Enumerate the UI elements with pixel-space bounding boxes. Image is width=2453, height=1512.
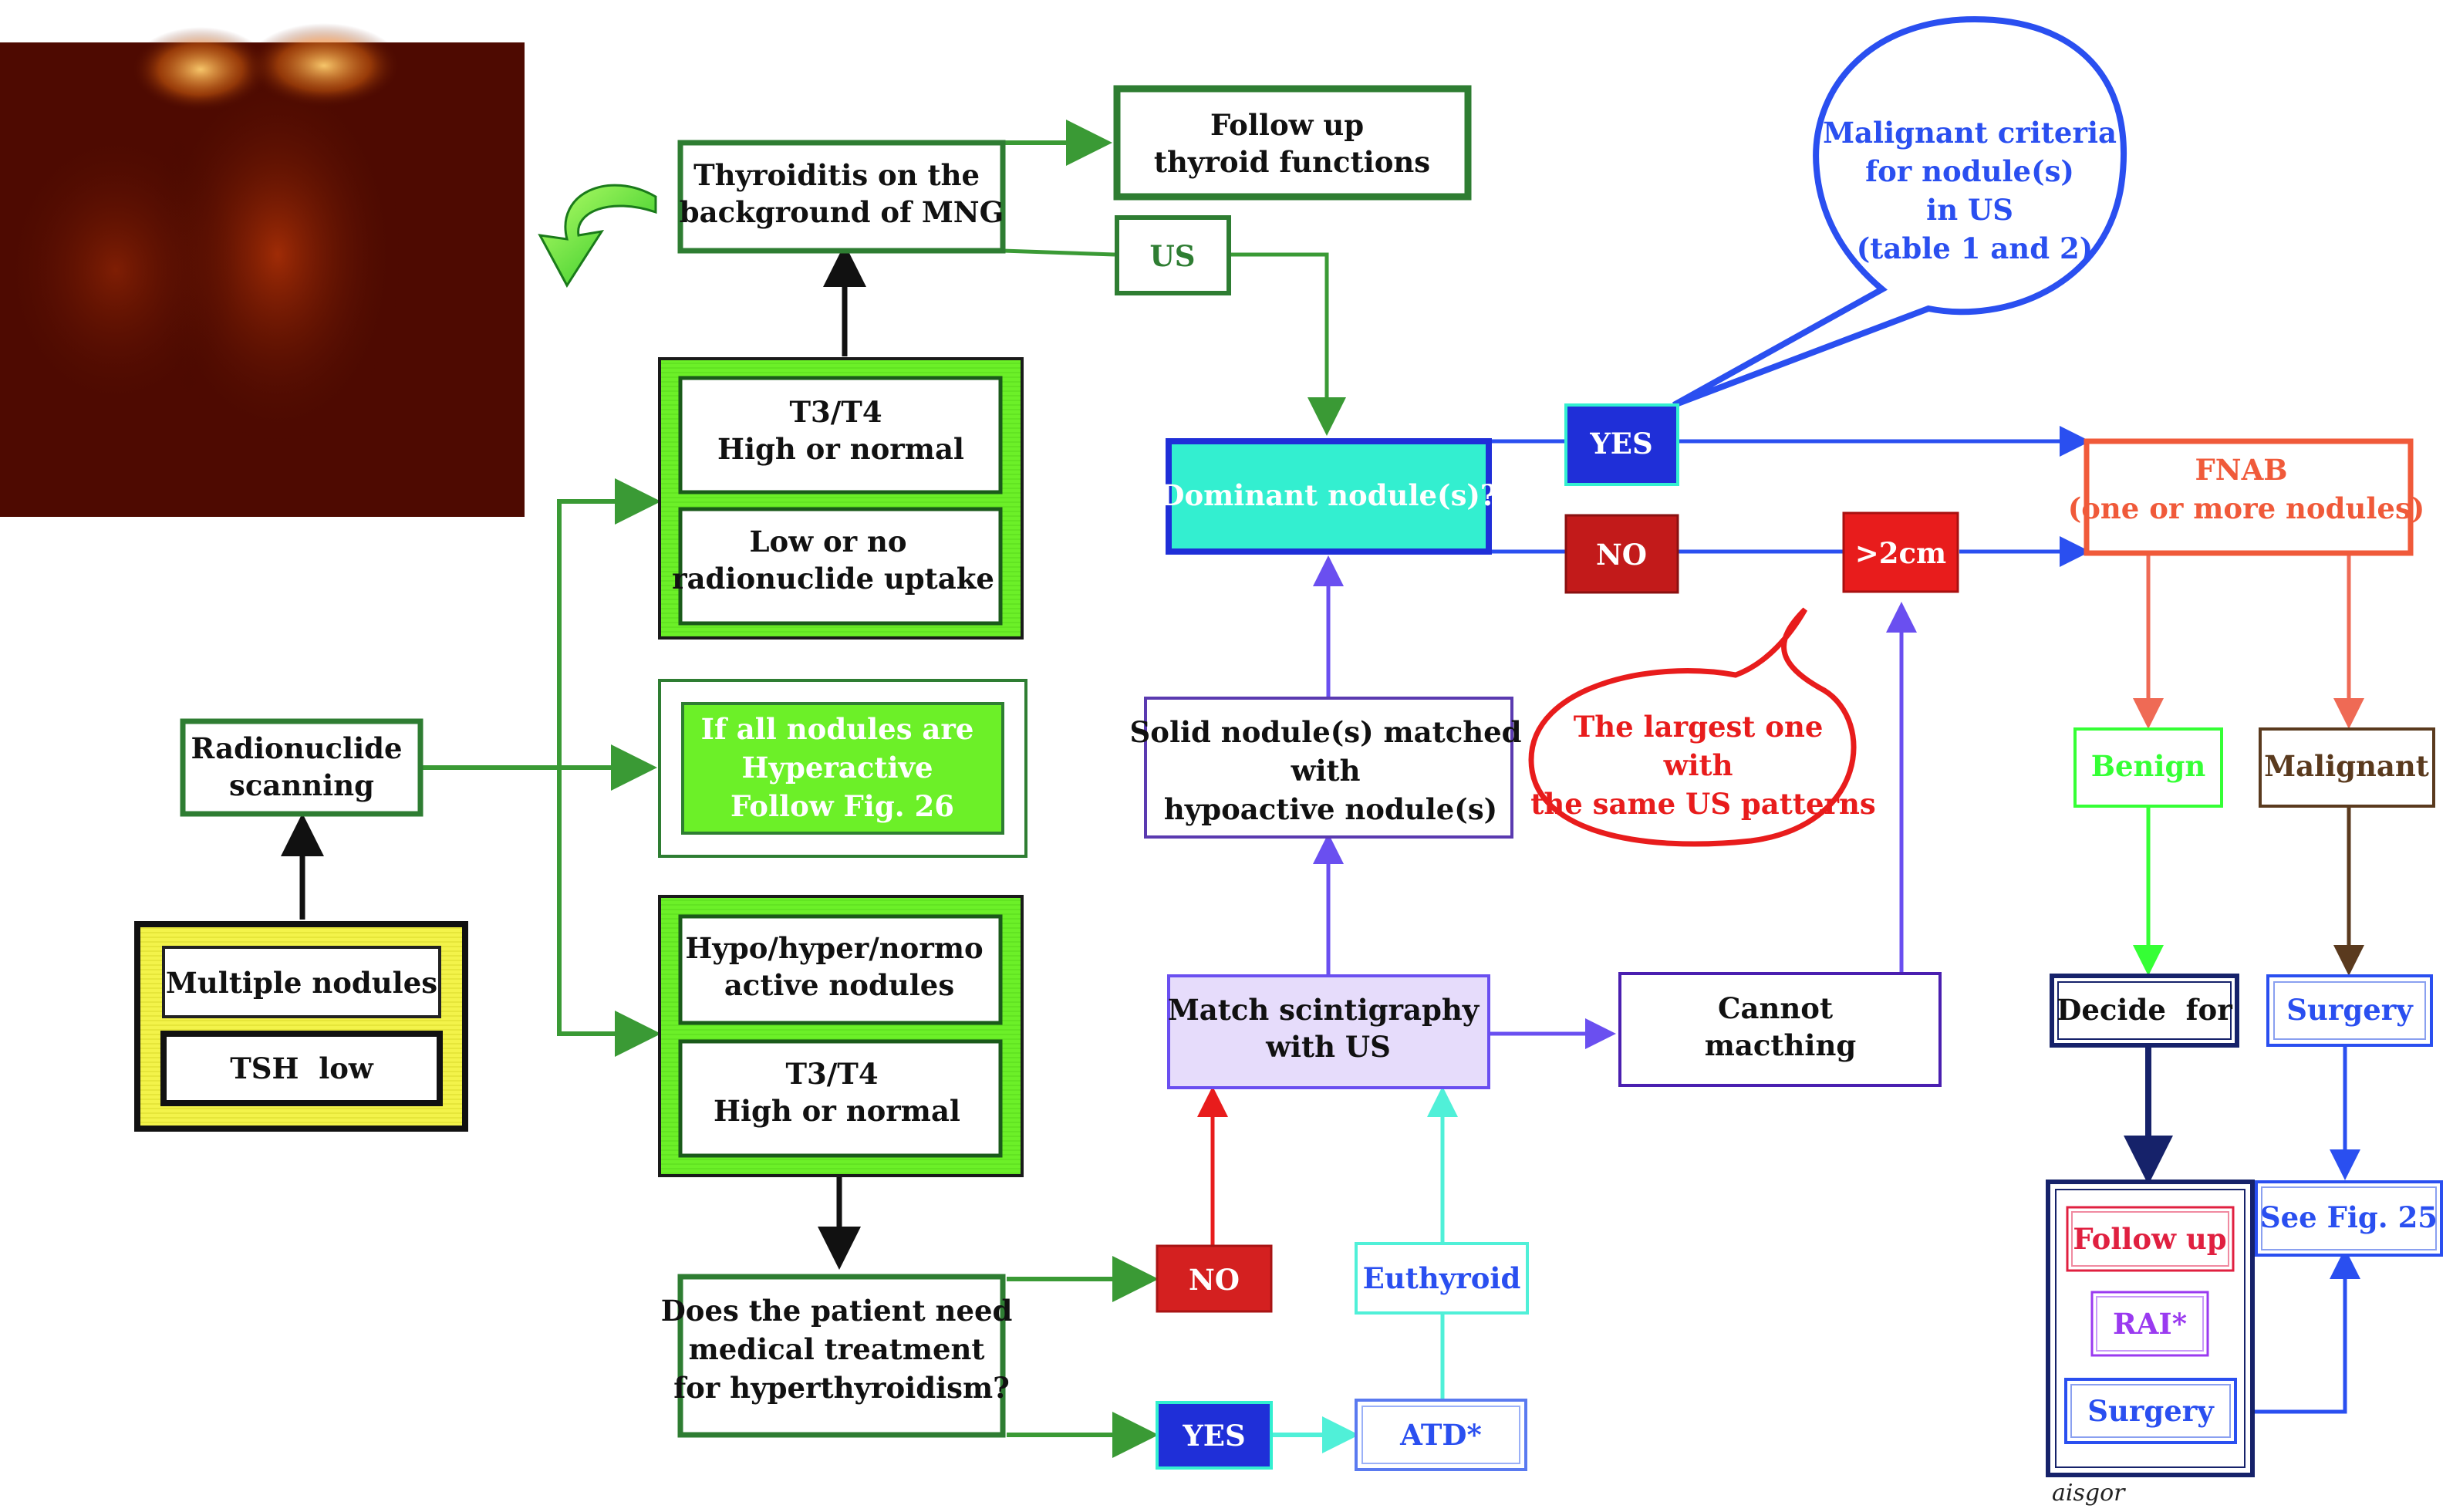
us-label: US	[1150, 239, 1196, 273]
t3t4-b-box	[678, 1039, 1003, 1158]
euthyroid-box	[1355, 1242, 1529, 1315]
fnab-box	[2084, 438, 2414, 556]
gt2cm-box	[1842, 511, 1959, 593]
signature: aisgor	[2052, 1480, 2126, 1507]
us-box	[1115, 215, 1231, 295]
t3t4-a-box	[678, 376, 1003, 494]
euthyroid-label: Euthyroid	[1363, 1261, 1521, 1295]
decide-box	[2050, 974, 2239, 1048]
radionuclide-label: Radionuclide scanning	[191, 731, 413, 802]
labels: Thyroiditis on the background of MNG Fol…	[166, 108, 2438, 1507]
no-dominant-label: NO	[1596, 538, 1647, 572]
curved-green-arrow-icon	[538, 184, 657, 288]
low-uptake-box	[678, 507, 1003, 626]
medical-treatment-label: Does the patient need medical treatment …	[661, 1294, 1023, 1405]
multiple-nodules-label: Multiple nodules	[166, 966, 437, 1000]
largest-one-bubble	[1528, 607, 1857, 847]
benign-label: Benign	[2091, 749, 2206, 783]
dominant-label: Dominant nodule(s)?	[1159, 478, 1496, 512]
yes-dominant-box	[1564, 403, 1679, 486]
no-dominant-box	[1564, 514, 1679, 594]
atd-label: ATD*	[1399, 1418, 1482, 1452]
follow-up-thyroid-box	[1113, 85, 1472, 201]
tsh-low-label: TSH low	[230, 1051, 374, 1085]
hyperactive-inner	[681, 702, 1004, 835]
solid-nodule-box	[1144, 697, 1513, 839]
dominant-box	[1166, 438, 1492, 555]
match-label: Match scintigraphy with US	[1168, 993, 1489, 1064]
boxes	[134, 85, 2443, 1477]
yes-treatment-box	[1156, 1401, 1273, 1470]
no-treatment-box	[1156, 1244, 1273, 1313]
no-treatment-label: NO	[1189, 1263, 1240, 1297]
radionuclide-box	[180, 718, 423, 817]
malignant-label: Malignant	[2264, 749, 2429, 783]
yes-dominant-label: YES	[1589, 427, 1652, 461]
medical-treatment-box	[677, 1274, 1006, 1438]
surgery-right-box	[2266, 974, 2433, 1047]
yes-treatment-label: YES	[1182, 1419, 1245, 1453]
surgery-bottom-box	[2064, 1378, 2237, 1444]
arrow-surgery-box-to-seefig	[2237, 1248, 2360, 1414]
surgery-bottom-label: Surgery	[2087, 1394, 2215, 1428]
thyroiditis-box	[677, 140, 1006, 254]
decide-label: Decide for	[2057, 993, 2232, 1027]
low-uptake-label: Low or no radionuclide uptake	[672, 525, 994, 596]
benign-box	[2073, 727, 2223, 808]
follow-up-thyroid-label: Follow up thyroid functions	[1154, 108, 1430, 179]
tsh-low-box	[160, 1031, 443, 1106]
surgery-right-label: Surgery	[2286, 993, 2414, 1027]
see-fig-label: See Fig. 25	[2260, 1200, 2438, 1234]
cannot-box	[1618, 972, 1942, 1087]
arrow-us-to-dominant	[1230, 252, 1346, 436]
see-fig-box	[2255, 1180, 2443, 1257]
hyperactive-label: If all nodules are Hyperactive Follow Fi…	[701, 712, 984, 823]
line-thyroiditis-to-us	[1002, 248, 1115, 257]
connectors	[281, 120, 2364, 1458]
hypo-box	[678, 914, 1003, 1025]
atd-box	[1355, 1399, 1527, 1471]
follow-up-box	[2066, 1206, 2235, 1272]
match-box	[1167, 974, 1490, 1089]
follow-up-label: Follow up	[2073, 1222, 2226, 1256]
fnab-label: FNAB (one or more nodules)	[2068, 453, 2425, 525]
solid-nodule-label: Solid nodule(s) matched with hypoactive …	[1130, 715, 1532, 826]
malignant-box	[2259, 727, 2435, 808]
malignant-criteria-label: Malignant criteria for nodule(s) in US (…	[1823, 116, 2127, 265]
t3t4-a-label: T3/T4 High or normal	[717, 395, 964, 466]
largest-one-label: The largest one with the same US pattern…	[1530, 710, 1875, 821]
multiple-nodules-box	[162, 946, 441, 1018]
thyroiditis-label: Thyroiditis on the background of MNG	[680, 158, 1004, 229]
cannot-label: Cannot macthing	[1705, 991, 1856, 1062]
hypo-label: Hypo/hyper/normo active nodules	[685, 931, 993, 1002]
t3t4-b-label: T3/T4 High or normal	[714, 1057, 960, 1128]
gt2cm-label: >2cm	[1855, 536, 1946, 570]
rai-box	[2090, 1291, 2209, 1357]
malignant-criteria-bubble	[1672, 15, 2127, 408]
rai-label: RAI*	[2113, 1307, 2187, 1341]
thyroid-scintigraphy-image	[0, 23, 525, 517]
